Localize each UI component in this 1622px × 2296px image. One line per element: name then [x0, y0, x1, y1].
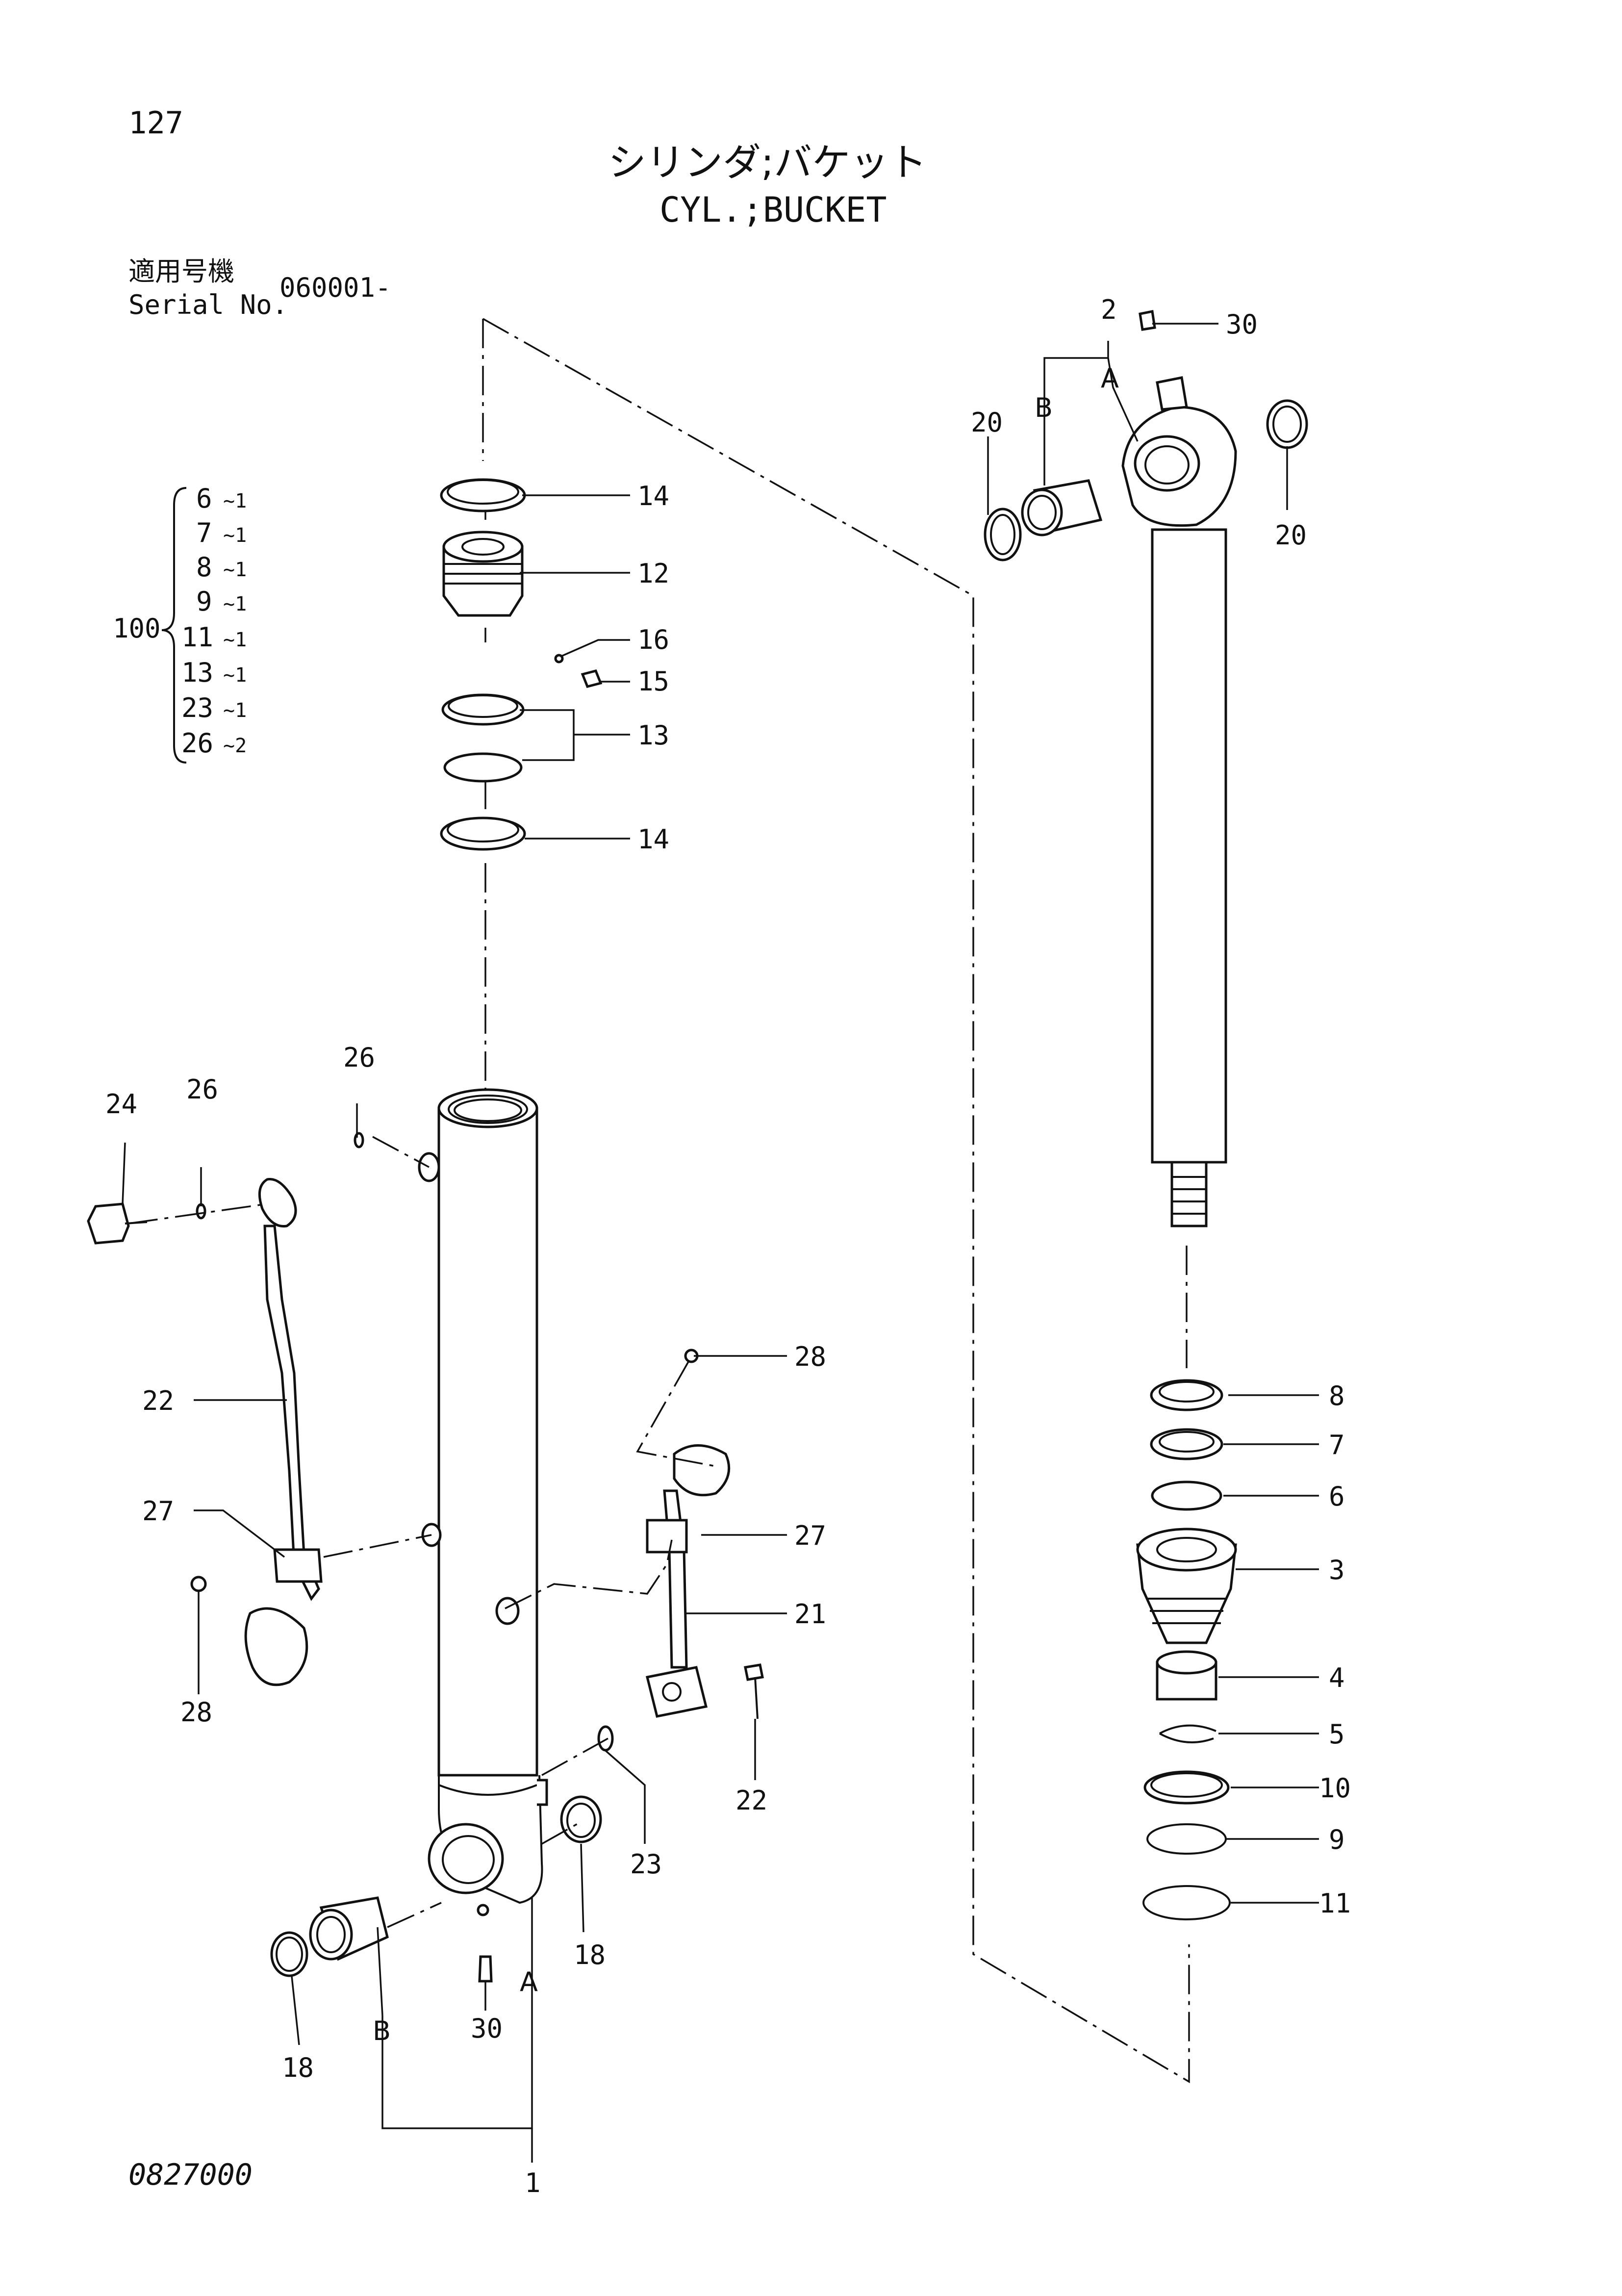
callout-label: 3	[1329, 1555, 1345, 1585]
kit-item-part: 9	[196, 586, 212, 617]
kit-item-qty: ~1	[223, 699, 247, 722]
callout-label: 13	[637, 720, 669, 751]
leader-lines	[122, 323, 1319, 2163]
callout-label: 26	[186, 1074, 218, 1105]
kit-brace	[161, 487, 187, 764]
left-hydraulic-pipe	[87, 1132, 364, 1686]
drawing-code: 0827000	[128, 2158, 253, 2192]
callout-label: 4	[1329, 1662, 1345, 1693]
serial-value: 060001-	[279, 272, 391, 303]
kit-item-qty: ~2	[223, 735, 247, 757]
kit-item-part: 13	[181, 657, 213, 688]
callout-label: 14	[637, 481, 669, 511]
callout-label: 7	[1329, 1429, 1345, 1460]
callout-label: 28	[180, 1697, 212, 1728]
callout-label: 20	[971, 407, 1003, 438]
kit-item-part: 23	[181, 692, 213, 723]
callout-label: 22	[735, 1785, 767, 1816]
callout-label: 27	[794, 1520, 826, 1551]
callout-label: 30	[1226, 309, 1258, 340]
piston-rod	[984, 310, 1308, 1227]
callout-label: 9	[1329, 1824, 1345, 1855]
callout-label: 12	[637, 558, 669, 589]
kit-number: 100	[113, 613, 161, 644]
callout-label: 14	[637, 824, 669, 855]
kit-item-qty: ~1	[223, 664, 247, 687]
callout-label: 6	[1329, 1481, 1345, 1512]
callout-label: 18	[574, 1939, 606, 1970]
kit-item-part: 8	[196, 552, 212, 583]
callout-label: 10	[1319, 1773, 1351, 1804]
callout-label: 20	[1275, 520, 1307, 551]
serial-label-english: Serial No.	[128, 289, 288, 320]
title-japanese: シリンダ;バケット	[608, 141, 927, 185]
cylinder-head-parts	[440, 478, 603, 851]
kit-item-part: 7	[196, 517, 212, 548]
kit-item-part: 11	[181, 622, 213, 653]
assembly-mark: A	[520, 1966, 538, 1997]
assembly-center-lines	[482, 318, 1190, 2084]
callout-label: 27	[142, 1496, 174, 1527]
kit-item-list: 6 ~1 7 ~1 8 ~1 9 ~1 11 ~1 13 ~1 23 ~1 26…	[181, 483, 247, 759]
callout-label: 2	[1101, 294, 1117, 325]
callout-label: 26	[343, 1042, 375, 1073]
assembly-mark: B	[1035, 392, 1053, 423]
callout-label: 18	[282, 2052, 314, 2083]
right-hydraulic-pipe	[560, 1349, 764, 1843]
callout-label: 24	[105, 1089, 137, 1120]
assembly-mark: A	[1101, 363, 1119, 394]
cylinder-tube	[418, 1088, 548, 1916]
kit-item-qty: ~1	[223, 593, 247, 615]
piston-parts	[1136, 1379, 1237, 1920]
callout-label: 16	[637, 624, 669, 655]
page-number: 127	[128, 105, 183, 141]
serial-label-japanese: 適用号機	[128, 256, 234, 287]
callout-label: 15	[637, 666, 669, 697]
callout-label: 30	[471, 2013, 503, 2044]
title-english: CYL.;BUCKET	[659, 190, 887, 230]
callout-label: 28	[794, 1341, 826, 1372]
kit-item-qty: ~1	[223, 559, 247, 581]
kit-item-qty: ~1	[223, 490, 247, 512]
kit-item-part: 6	[196, 483, 212, 514]
callout-label: 21	[794, 1599, 826, 1630]
kit-item-qty: ~1	[223, 629, 247, 651]
assembly-mark: B	[373, 2015, 391, 2046]
callout-label: 22	[142, 1385, 174, 1416]
kit-item-part: 26	[181, 728, 213, 759]
kit-item-qty: ~1	[223, 524, 247, 547]
callout-label: 11	[1319, 1888, 1351, 1919]
callout-label: 23	[630, 1849, 662, 1880]
tube-bushing-parts	[270, 1896, 493, 1983]
callout-labels: 14 12 16 15 13 14 2 30 20 20 8 7 6 3 4 5…	[105, 294, 1351, 2198]
callout-label: 5	[1329, 1719, 1345, 1750]
callout-label: 1	[525, 2168, 541, 2198]
callout-label: 8	[1329, 1380, 1345, 1411]
